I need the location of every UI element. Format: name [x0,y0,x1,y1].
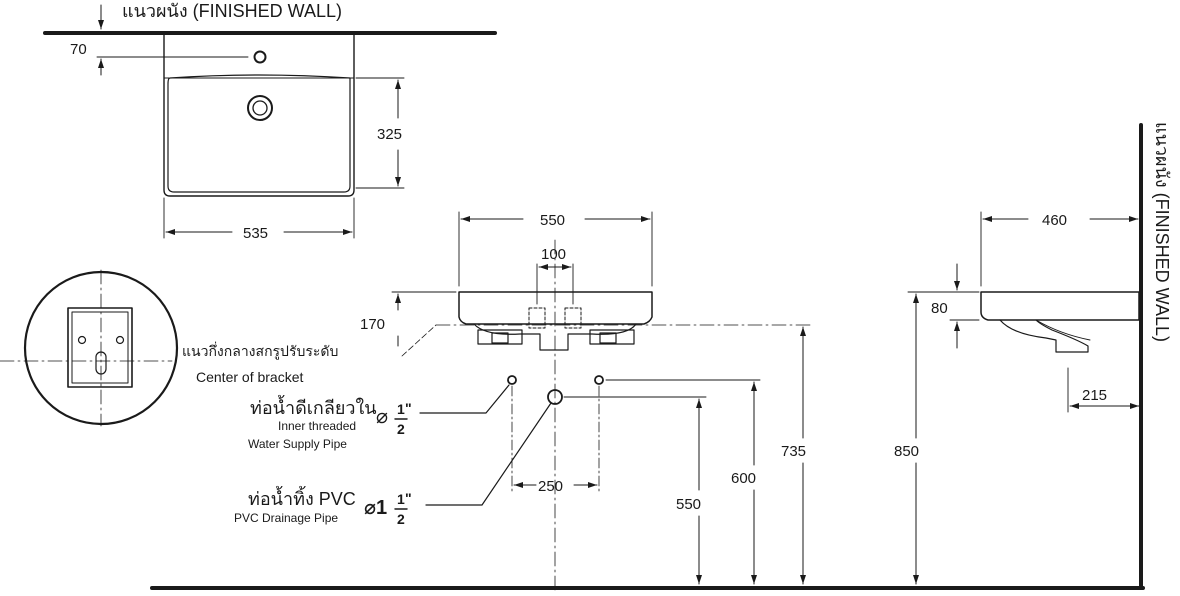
dim-250-text: 250 [538,478,563,495]
dim-550h-text: 550 [676,496,701,513]
top-view: แนวผนัง (FINISHED WALL) 70 325 535 [43,1,497,242]
drain-size-num: 1 [397,491,405,507]
dim-70-text: 70 [70,41,87,58]
side-basin-bowl [999,319,1089,353]
supply-label-th: ท่อน้ำดีเกลียวใน [250,395,377,418]
supply-pipe-left-icon [507,375,517,385]
dim-550w-text: 550 [540,212,565,229]
bracket-center-line [401,324,437,357]
bracket-right [589,329,635,345]
side-view: แนวผนัง (FINISHED WALL) 460 80 850 215 [894,122,1172,590]
front-basin-bowl [473,323,637,351]
supply-size-num: 1 [397,401,405,417]
dim-460-text: 460 [1042,212,1067,229]
bracket-plate-outer [67,307,133,388]
bracket-plate-inner [71,311,129,384]
side-basin-body [980,291,1140,321]
supply-label-en-2: Water Supply Pipe [248,437,347,451]
dim-600-text: 600 [731,470,756,487]
top-basin-outline [163,33,355,197]
bracket-detail [0,269,179,427]
bracket-right-block [599,332,617,344]
drain-size-symbol: ⌀1 [364,497,387,519]
top-wall-label: แนวผนัง (FINISHED WALL) [122,1,342,21]
top-basin-bowl [167,74,351,193]
drain-leader [425,402,552,506]
dim-80-text: 80 [931,300,948,317]
dim-325-text: 325 [377,126,402,143]
tap-fixing-left [528,307,546,329]
dim-170-text: 170 [360,316,385,333]
drain-size-den: 2 [397,511,405,527]
supply-size-den: 2 [397,421,405,437]
bracket-left-block [491,332,509,344]
drain-hole-inner-icon [252,100,268,116]
supply-pipe-right-icon [594,375,604,385]
front-view: 550 100 แนวกึ่งกลางสกรูปรับระดับ Center … [182,211,811,591]
side-basin-bowl-inner [1035,319,1091,341]
tap-hole-icon [253,50,267,64]
bracket-center-en: Center of bracket [196,369,303,385]
bracket-center-th: แนวกึ่งกลางสกรูปรับระดับ [182,342,338,360]
drain-size-inch: " [405,490,412,506]
tap-fixing-right [564,307,582,329]
supply-leader [419,384,510,414]
drain-label-th: ท่อน้ำทิ้ง PVC [248,486,356,509]
dim-735-text: 735 [781,443,806,460]
drain-label-en: PVC Drainage Pipe [234,511,338,525]
front-basin-body [458,291,653,325]
bracket-hole-right-icon [115,335,125,345]
supply-label-en-1: Inner threaded [278,419,356,433]
drain-pipe-icon [547,389,563,405]
bracket-left [477,329,523,345]
supply-size-symbol: ⌀ [376,406,388,428]
supply-size-inch: " [405,400,412,416]
dim-535-text: 535 [243,225,268,242]
dim-850-text: 850 [894,443,919,460]
side-wall-label: แนวผนัง (FINISHED WALL) [1152,122,1172,342]
drain-hole-outer-icon [247,95,273,121]
dim-100-text: 100 [541,246,566,263]
dim-215-text: 215 [1082,387,1107,404]
bracket-hole-left-icon [77,335,87,345]
